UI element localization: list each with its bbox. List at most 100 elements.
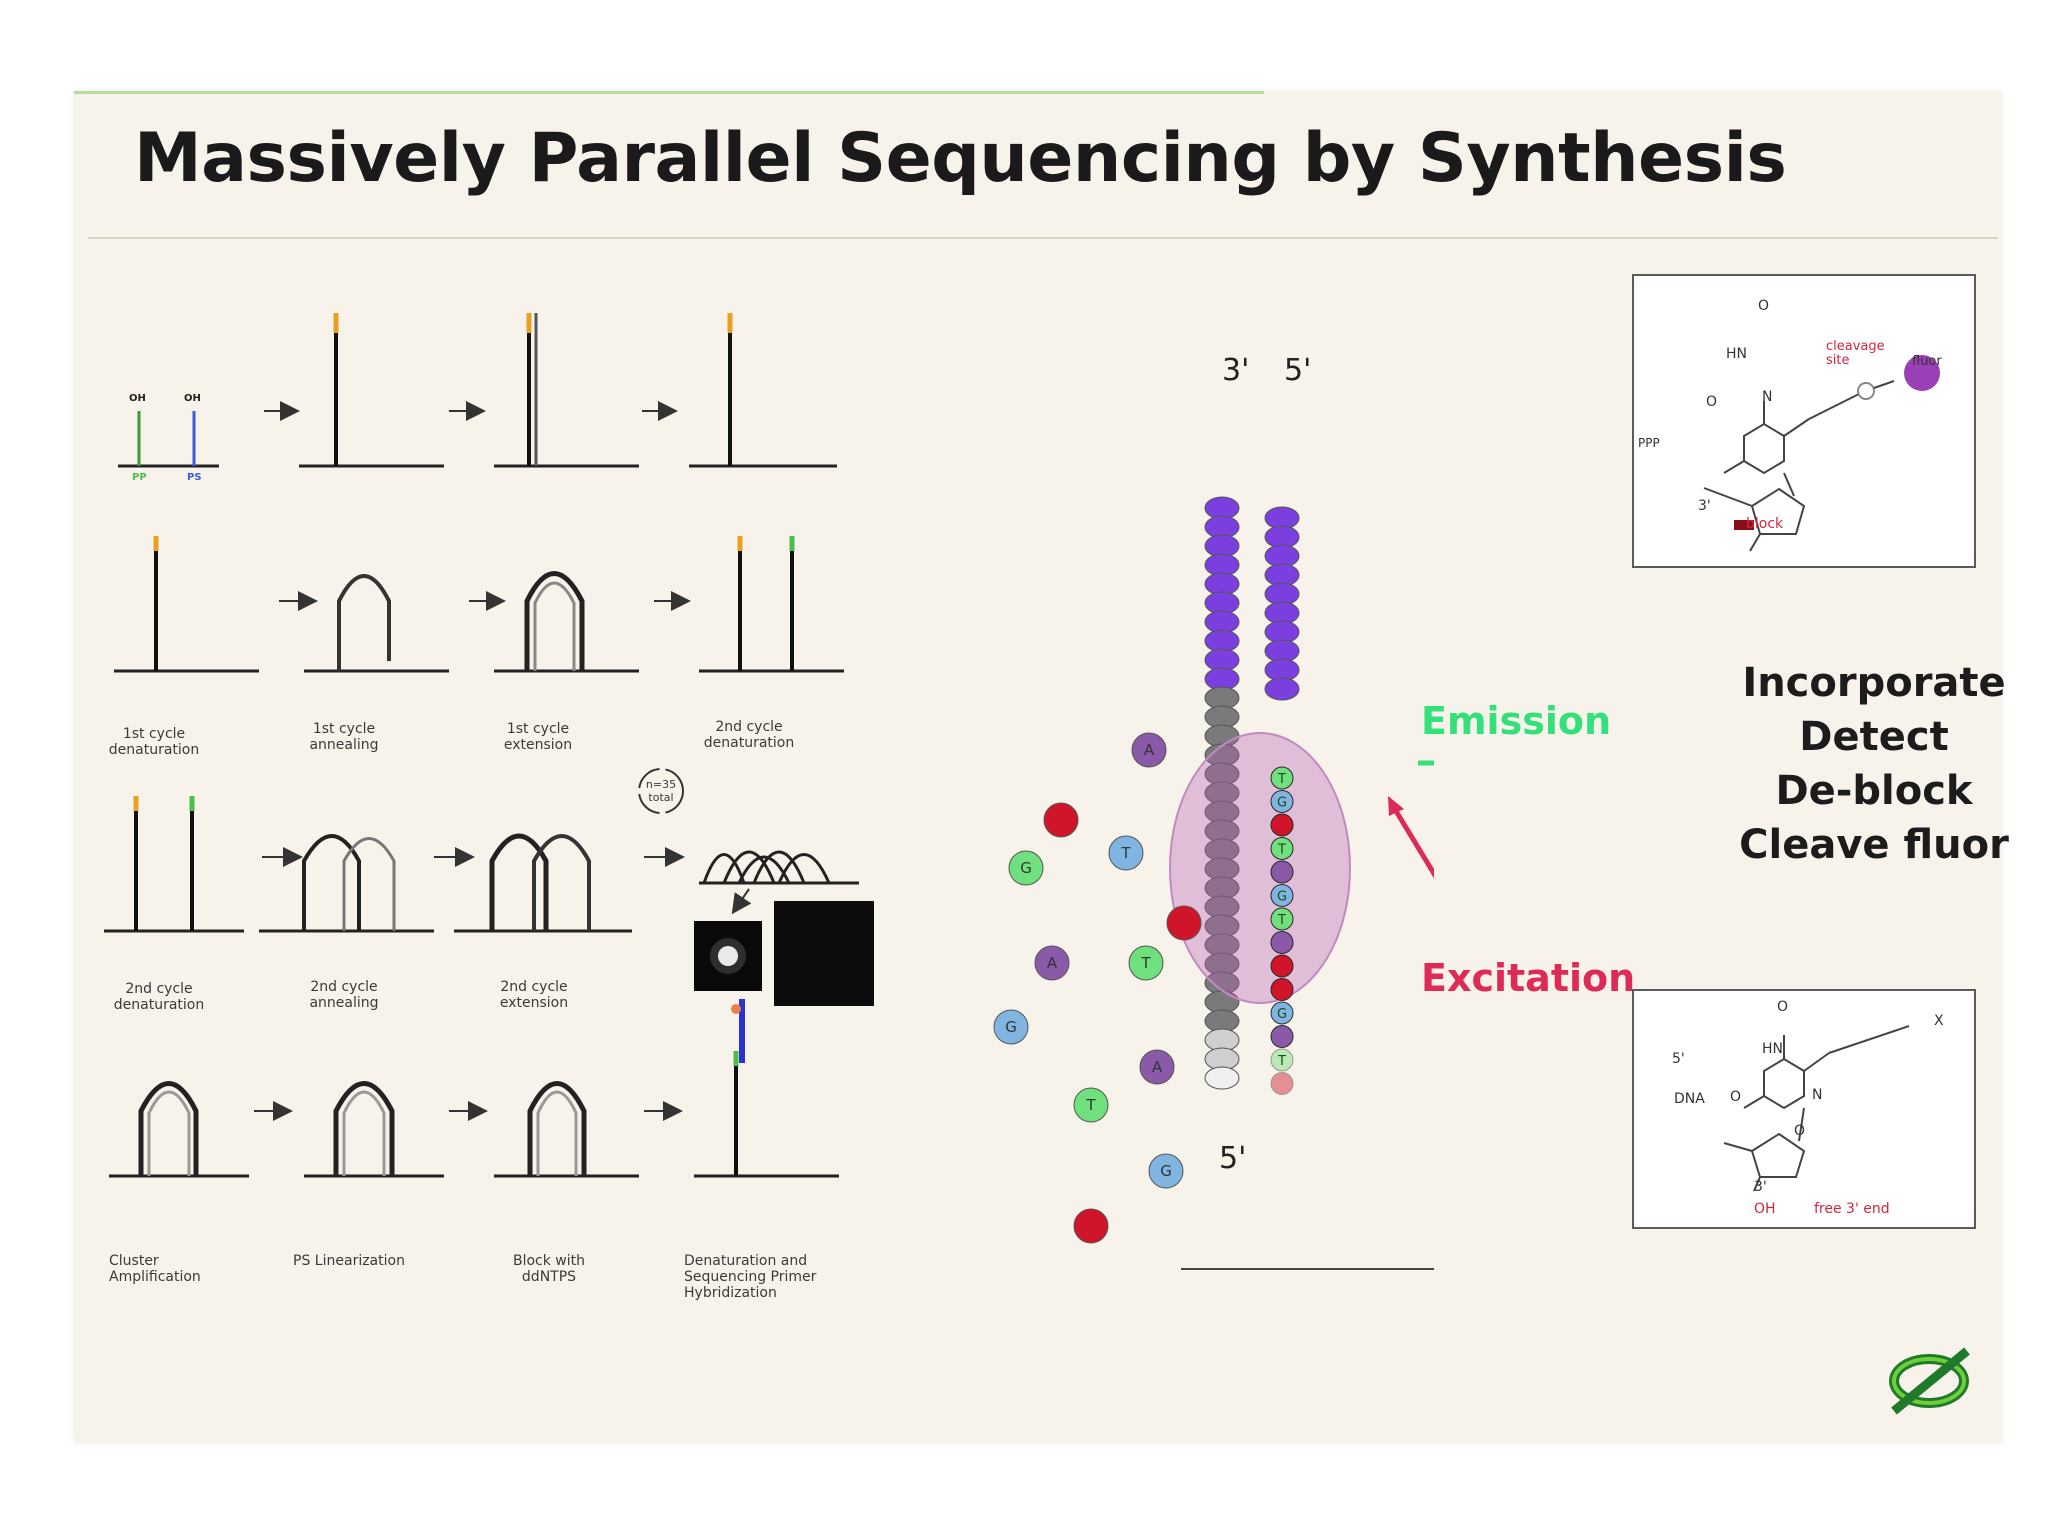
free-nucleotide-letter: T bbox=[1120, 844, 1131, 862]
free-nucleotide bbox=[1167, 906, 1201, 940]
label-cluster-amplification: Cluster Amplification bbox=[109, 1253, 219, 1285]
template-strand-bead bbox=[1265, 678, 1299, 700]
primer-strand-bead bbox=[1205, 1067, 1239, 1089]
reversible-terminator-structure: HN O O N PPP 3' cleavage site fluor bloc… bbox=[1632, 274, 1976, 568]
chem-bottom-n: N bbox=[1812, 1087, 1822, 1103]
free-nucleotide: A bbox=[1132, 733, 1166, 767]
free-nucleotide-letter: G bbox=[1005, 1018, 1017, 1036]
dna-structure-drawing bbox=[1634, 991, 1974, 1227]
chem-top-block: block bbox=[1746, 516, 1783, 532]
template-base-letter: G bbox=[1277, 796, 1287, 811]
primer-label-oh-2: OH bbox=[184, 393, 201, 405]
template-base bbox=[1271, 1073, 1293, 1095]
label-1st-cycle-denaturation: 1st cycle denaturation bbox=[94, 726, 214, 758]
dna-strand-structure: HN O O O N X 5' DNA 3' OH free 3' end bbox=[1632, 989, 1976, 1229]
template-base: G bbox=[1271, 885, 1293, 907]
label-1st-cycle-annealing: 1st cycle annealing bbox=[284, 721, 404, 753]
label-2nd-cycle-denaturation-row3: 2nd cycle denaturation bbox=[94, 981, 224, 1013]
label-2nd-cycle-extension: 2nd cycle extension bbox=[474, 979, 594, 1011]
free-nucleotide-letter: A bbox=[1152, 1058, 1163, 1076]
free-nucleotide-letter: A bbox=[1144, 741, 1155, 759]
chem-top-fluor: fluor bbox=[1912, 354, 1942, 369]
label-2nd-cycle-annealing: 2nd cycle annealing bbox=[284, 979, 404, 1011]
chem-bottom-o-ring: O bbox=[1794, 1123, 1805, 1139]
template-base bbox=[1271, 1026, 1293, 1048]
title-divider bbox=[88, 237, 1998, 239]
label-1st-cycle-extension: 1st cycle extension bbox=[478, 721, 598, 753]
free-nucleotide-letter: A bbox=[1047, 954, 1058, 972]
template-base-letter: G bbox=[1277, 890, 1287, 905]
emission-label: Emission bbox=[1421, 699, 1611, 743]
row1-panels bbox=[118, 313, 837, 466]
chem-bottom-5prime: 5' bbox=[1672, 1051, 1685, 1067]
primer-label-ps: PS bbox=[187, 472, 202, 484]
chem-bottom-o-left: O bbox=[1730, 1089, 1741, 1105]
template-base: T bbox=[1271, 838, 1293, 860]
label-denaturation-primer-hybridization: Denaturation and Sequencing Primer Hybri… bbox=[684, 1253, 854, 1301]
chem-bottom-oh: OH bbox=[1754, 1201, 1776, 1217]
free-nucleotide: T bbox=[1129, 946, 1163, 980]
template-base-letter: T bbox=[1277, 913, 1286, 928]
free-nucleotide bbox=[1074, 1209, 1108, 1243]
free-nucleotide-letter: T bbox=[1140, 954, 1151, 972]
chem-top-n: N bbox=[1762, 389, 1772, 405]
free-nucleotide-letter: G bbox=[1020, 859, 1032, 877]
primer-label-oh-1: OH bbox=[129, 393, 146, 405]
free-nucleotide: A bbox=[1140, 1050, 1174, 1084]
template-base: T bbox=[1271, 908, 1293, 930]
free-nucleotide: G bbox=[1149, 1154, 1183, 1188]
free-nucleotide bbox=[1044, 803, 1078, 837]
chem-bottom-3prime: 3' bbox=[1754, 1179, 1767, 1195]
chem-top-hn: HN bbox=[1726, 346, 1747, 362]
strand-label-5prime-bottom: 5' bbox=[1219, 1141, 1246, 1176]
template-base-letter: T bbox=[1277, 772, 1286, 787]
free-nucleotide: G bbox=[1009, 851, 1043, 885]
excitation-spot bbox=[1170, 733, 1350, 1003]
template-base bbox=[1271, 955, 1293, 977]
template-base-letter: G bbox=[1277, 1007, 1287, 1022]
label-block-ddntps: Block with ddNTPS bbox=[489, 1253, 609, 1285]
template-base: T bbox=[1271, 1049, 1293, 1071]
chem-top-3prime: 3' bbox=[1698, 498, 1711, 514]
step-detect: Detect bbox=[1654, 710, 2048, 764]
strand-label-5prime-top: 5' bbox=[1284, 353, 1311, 388]
template-base-letter: T bbox=[1277, 843, 1286, 858]
chem-bottom-x: X bbox=[1934, 1013, 1944, 1029]
cycle-count-note: n=35 total bbox=[636, 778, 686, 804]
template-base bbox=[1271, 932, 1293, 954]
row4-panels bbox=[109, 999, 839, 1176]
step-incorporate: Incorporate bbox=[1654, 656, 2048, 710]
primer-label-pp: PP bbox=[132, 472, 147, 484]
excitation-label: Excitation bbox=[1421, 956, 1635, 1000]
template-base: G bbox=[1271, 791, 1293, 813]
label-ps-linearization: PS Linearization bbox=[279, 1253, 419, 1269]
template-base bbox=[1271, 814, 1293, 836]
row2-panels bbox=[114, 536, 844, 671]
chem-top-cleavage-site: cleavage site bbox=[1826, 340, 1885, 368]
chem-bottom-o-top: O bbox=[1777, 999, 1788, 1015]
chem-top-o-top: O bbox=[1758, 298, 1769, 314]
sequencing-steps-list: Incorporate Detect De-block Cleave fluor bbox=[1654, 656, 2048, 872]
template-base bbox=[1271, 979, 1293, 1001]
slide-title: Massively Parallel Sequencing by Synthes… bbox=[134, 119, 1786, 198]
cluster-generation-diagram bbox=[74, 271, 874, 1421]
template-base bbox=[1271, 861, 1293, 883]
free-nucleotide-letter: T bbox=[1085, 1096, 1096, 1114]
slide: Massively Parallel Sequencing by Synthes… bbox=[74, 91, 2002, 1443]
strand-label-3prime: 3' bbox=[1222, 353, 1249, 388]
template-base: T bbox=[1271, 767, 1293, 789]
free-nucleotide-letter: G bbox=[1160, 1162, 1172, 1180]
terminator-structure-drawing bbox=[1634, 276, 1974, 566]
excitation-arrow bbox=[1396, 811, 1434, 948]
chem-bottom-hn: HN bbox=[1762, 1041, 1783, 1057]
chem-bottom-free-3-end: free 3' end bbox=[1814, 1201, 1890, 1217]
free-nucleotide: A bbox=[1035, 946, 1069, 980]
step-deblock: De-block bbox=[1654, 764, 2048, 818]
chem-top-ppp: PPP bbox=[1638, 436, 1660, 450]
free-nucleotide: T bbox=[1074, 1088, 1108, 1122]
step-cleave-fluor: Cleave fluor bbox=[1654, 818, 2048, 872]
company-logo bbox=[1879, 1341, 1984, 1421]
free-nucleotide: T bbox=[1109, 836, 1143, 870]
row3-panels bbox=[104, 769, 874, 1006]
